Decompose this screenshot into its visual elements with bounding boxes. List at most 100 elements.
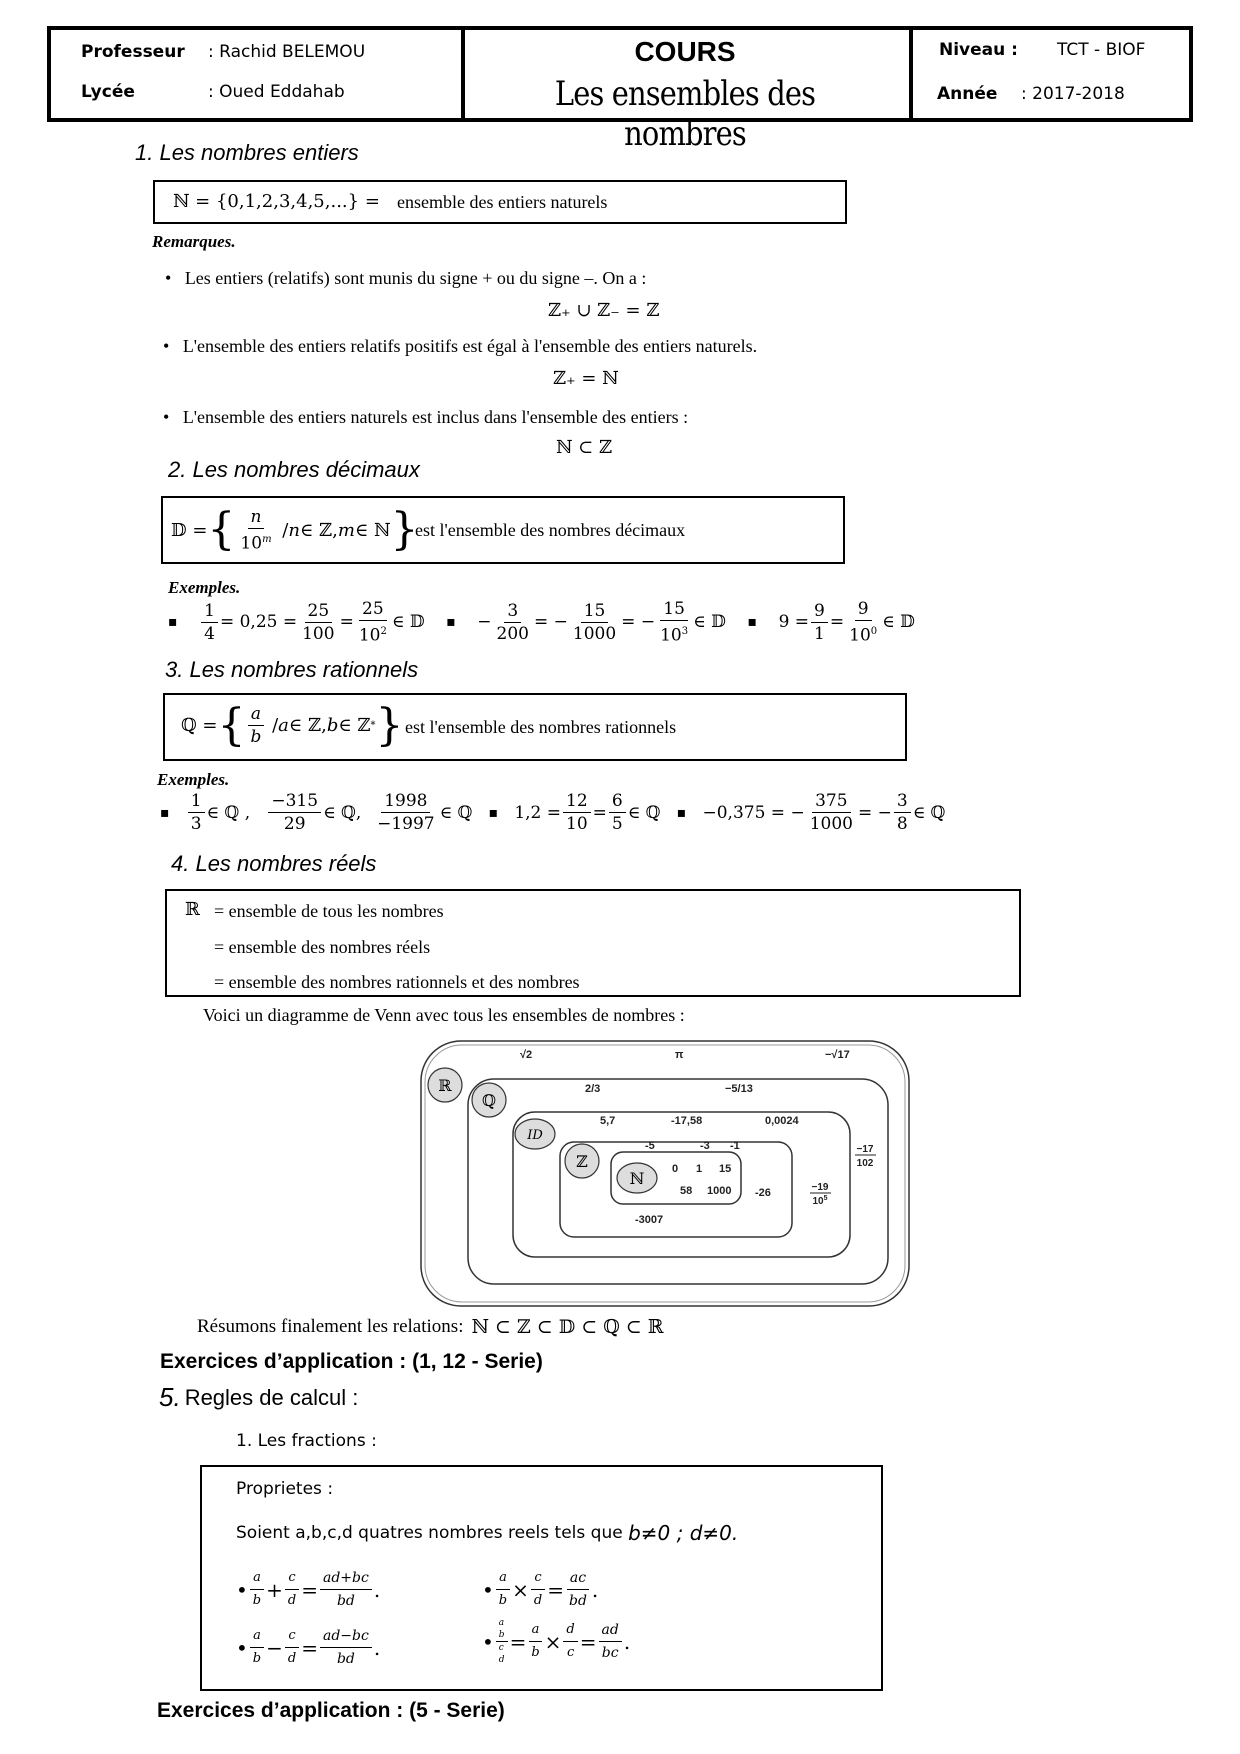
venn-N-badge <box>616 1162 658 1194</box>
venn-d-val-2: 0,0024 <box>765 1115 800 1127</box>
venn-n-val-4: 1000 <box>707 1185 731 1197</box>
venn-q-val-1: −5/13 <box>725 1083 753 1095</box>
fractions-subtitle: 1. Les fractions : <box>236 1431 377 1451</box>
venn-n-val-0: 0 <box>672 1163 678 1175</box>
svg-text:−19: −19 <box>812 1182 829 1193</box>
venn-n-val-3: 58 <box>680 1185 692 1197</box>
properties-intro: Soient a,b,c,d quatres nombres reels tel… <box>236 1521 739 1545</box>
teacher-value: : Rachid BELEMOU <box>208 42 366 62</box>
venn-z-val-2: -1 <box>730 1140 740 1152</box>
naturals-definition-text: ensemble des entiers naturels <box>397 192 608 212</box>
section5-label: Regles de calcul : <box>184 1384 359 1410</box>
properties-label: Proprietes : <box>236 1479 334 1499</box>
summary-label: Résumons finalement les relations: <box>197 1316 464 1337</box>
venn-naturals-region <box>610 1151 742 1205</box>
summary-relations: Résumons finalement les relations: ℕ ⊂ ℤ… <box>197 1316 664 1338</box>
venn-z-val-1: -3 <box>700 1140 710 1152</box>
venn-d-val-0: 5,7 <box>600 1115 615 1127</box>
exercises-1: Exercices d’application : (1, 12 - Serie… <box>160 1350 543 1373</box>
header-box: Professeur : Rachid BELEMOU Lycée : Oued… <box>47 26 1193 154</box>
venn-decimals-region <box>512 1111 851 1258</box>
course-label: COURS <box>634 36 736 67</box>
header-teacher-cell: Professeur : Rachid BELEMOU Lycée : Oued… <box>51 30 465 118</box>
remark-1-math: ℤ₊ ∪ ℤ₋ = ℤ <box>548 300 660 321</box>
venn-integers-region <box>559 1141 793 1238</box>
svg-text:−17: −17 <box>857 1144 874 1155</box>
remark-1: • Les entiers (relatifs) sont munis du s… <box>165 268 647 288</box>
venn-z-val-0: -5 <box>645 1140 655 1152</box>
header-title-cell: COURS Les ensembles des nombres <box>461 30 913 154</box>
school-value: : Oued Eddahab <box>208 82 345 102</box>
section2-title: 2. Les nombres décimaux <box>168 457 420 482</box>
year-label: Année <box>937 84 998 104</box>
teacher-label: Professeur <box>81 42 185 62</box>
venn-r-val-2: −√17 <box>825 1049 850 1061</box>
reals-line-2: = ensemble des nombres réels <box>214 937 431 957</box>
page-title: Les ensembles des nombres <box>554 74 816 154</box>
reals-line-3: = ensemble des nombres rationnels et des… <box>214 972 580 992</box>
year-value: : 2017-2018 <box>1021 84 1125 104</box>
venn-Q-badge <box>471 1082 507 1118</box>
decimals-definition-text: est l'ensemble des nombres décimaux <box>415 520 686 540</box>
properties-box: Proprietes : Soient a,b,c,d quatres nomb… <box>200 1465 883 1691</box>
remark-3: • L'ensemble des entiers naturels est in… <box>163 407 689 427</box>
venn-D-badge <box>514 1118 556 1150</box>
examples-label-decimals: Exemples. <box>168 578 241 597</box>
venn-z-val-3: -26 <box>755 1187 771 1199</box>
section1-title: 1. Les nombres entiers <box>135 140 359 165</box>
venn-z-val-4: -3007 <box>635 1214 663 1226</box>
venn-d-val-1: -17,58 <box>671 1115 702 1127</box>
venn-Q-label: ℚ <box>482 1091 496 1110</box>
svg-text:105: 105 <box>812 1195 827 1207</box>
svg-text:102: 102 <box>857 1158 874 1169</box>
level-label: Niveau : <box>939 40 1018 60</box>
section4-title: 4. Les nombres réels <box>171 851 377 876</box>
venn-D-label: ID <box>526 1128 543 1143</box>
nonzero-condition: b≠0 ; d≠0. <box>628 1521 739 1545</box>
venn-Z-label: ℤ <box>576 1152 588 1171</box>
reals-symbol: ℝ <box>185 899 200 920</box>
naturals-definition-box: ℕ = {0,1,2,3,4,5,...} = ensemble des ent… <box>153 180 847 224</box>
header-level-cell: Niveau : TCT - BIOF Année : 2017-2018 <box>909 30 1189 118</box>
venn-r-val-1: π <box>675 1049 684 1061</box>
venn-N-label: ℕ <box>630 1169 645 1188</box>
venn-q-val-0: 2/3 <box>585 1083 600 1095</box>
venn-reals-region <box>420 1040 910 1307</box>
section5-title: 5. Regles de calcul : <box>159 1382 358 1413</box>
venn-R-badge <box>427 1067 463 1103</box>
venn-diagram: ℝ ℚ ID ℤ ℕ √2 π −√17 2/3 −5/13 5,7 -17,5… <box>420 1040 910 1307</box>
remark-3-math: ℕ ⊂ ℤ <box>556 437 613 458</box>
venn-n-val-1: 1 <box>696 1163 702 1175</box>
summary-math: ℕ ⊂ ℤ ⊂ 𝔻 ⊂ ℚ ⊂ ℝ <box>471 1316 664 1338</box>
exercises-2: Exercices d’application : (5 - Serie) <box>157 1699 505 1722</box>
rationals-definition-text: est l'ensemble des nombres rationnels <box>405 717 677 737</box>
venn-r-val-0: √2 <box>520 1049 532 1061</box>
venn-n-val-2: 15 <box>719 1163 731 1175</box>
venn-R-label: ℝ <box>438 1076 452 1095</box>
venn-Z-badge <box>564 1143 600 1179</box>
section5-number: 5. <box>159 1382 181 1412</box>
venn-rationals-region <box>467 1078 889 1285</box>
naturals-set-math: ℕ = {0,1,2,3,4,5,...} = <box>173 191 380 212</box>
remark-2: • L'ensemble des entiers relatifs positi… <box>163 336 758 356</box>
reals-definition-box: ℝ = ensemble de tous les nombres = ensem… <box>165 889 1021 997</box>
examples-label-rationals: Exemples. <box>157 770 230 789</box>
school-label: Lycée <box>81 82 135 102</box>
level-value: TCT - BIOF <box>1057 40 1146 60</box>
section3-title: 3. Les nombres rationnels <box>165 657 419 682</box>
reals-line-1: = ensemble de tous les nombres <box>214 901 444 921</box>
remarks-label: Remarques. <box>152 232 236 251</box>
remark-2-math: ℤ₊ = ℕ <box>553 368 619 389</box>
venn-intro: Voici un diagramme de Venn avec tous les… <box>203 1005 685 1025</box>
